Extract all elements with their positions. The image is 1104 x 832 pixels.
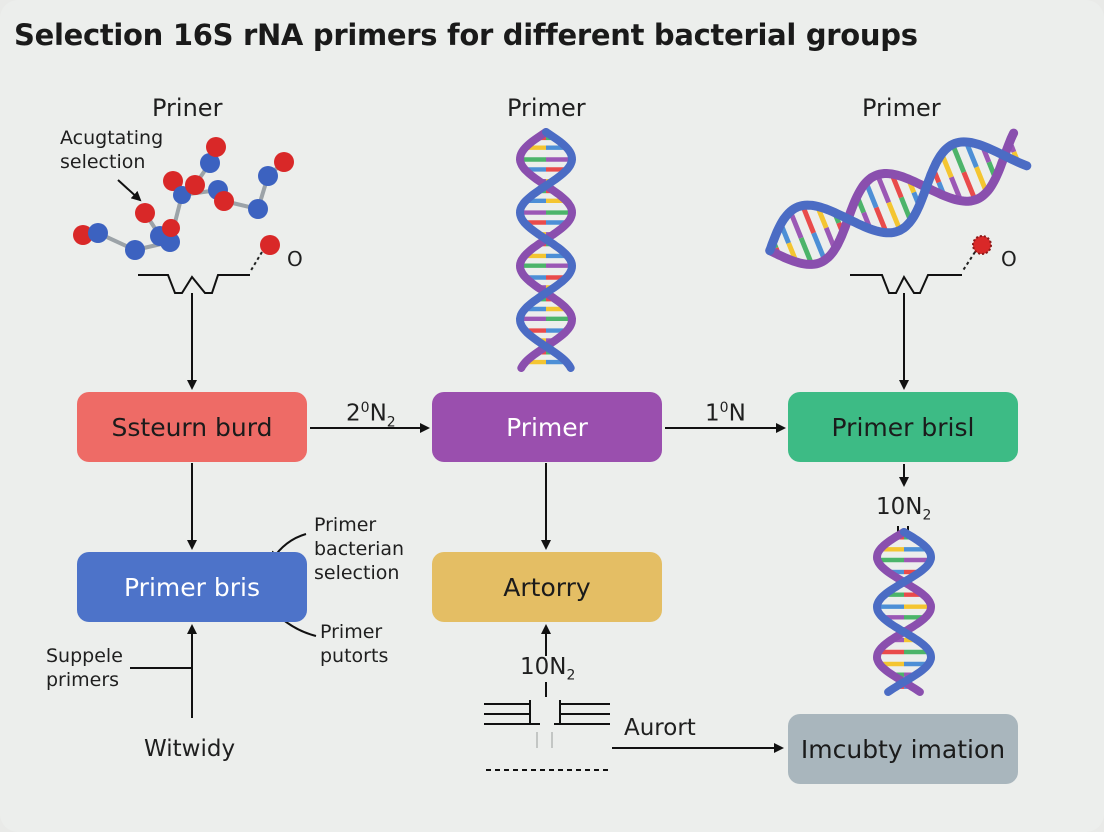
ssteurn-burd-box[interactable]: Ssteurn burd (77, 392, 307, 462)
oxygen-atom-left (249, 235, 280, 273)
edge-label-1n: 10N (705, 400, 746, 427)
helix-rung (961, 171, 978, 201)
primer-bris-label: Primer bris (124, 572, 260, 602)
edge-label-10n2-right: 10N2 (876, 494, 932, 524)
acugtating-line-2: selection (60, 151, 146, 173)
primer-brisl-label: Primer brisl (831, 412, 975, 442)
diagram-title: Selection 16S rNA primers for different … (14, 18, 918, 52)
helix-rung (886, 201, 903, 232)
oxygen-label-right: O (1001, 247, 1017, 271)
ladder-symbol (484, 682, 610, 771)
primer-bacterian-line-2: bacterian (314, 538, 405, 560)
helix-strand (765, 137, 1032, 256)
helix-strand (765, 128, 1019, 269)
primer-bacterian-line-1: Primer (314, 514, 377, 536)
oxygen-label-left: O (287, 247, 303, 271)
edge-label-2n2: 20N2 (346, 400, 396, 431)
supple-primers-line-2: primers (46, 669, 120, 691)
dna-helix-icon-bottom (872, 528, 936, 696)
primer-putorts-label: Primer putorts (320, 620, 388, 668)
molecule-icon (73, 137, 294, 260)
helix-strand (872, 528, 936, 696)
acugtating-label: Acugtating selection (60, 126, 163, 174)
right-column-header: Primer (862, 94, 941, 122)
middle-column-header: Primer (507, 94, 586, 122)
artorry-box[interactable]: Artorry (432, 552, 662, 622)
acugtating-pointer (117, 179, 142, 202)
dna-helix-icon-middle (515, 128, 577, 372)
primer-bris-box[interactable]: Primer bris (77, 552, 307, 622)
merge-bracket-left (138, 274, 250, 294)
helix-rung (875, 173, 891, 204)
artorry-label: Artorry (503, 572, 591, 602)
primer-bacterian-label: Primer bacterian selection (314, 513, 404, 585)
supple-primers-label: Suppele primers (46, 644, 123, 692)
imcubty-imation-box[interactable]: Imcubty imation (788, 714, 1018, 784)
primer-box-label: Primer (506, 412, 588, 442)
imcubty-imation-label: Imcubty imation (800, 734, 1006, 764)
dna-helix-icon-right (765, 128, 1032, 269)
primer-bacterian-line-3: selection (314, 562, 400, 584)
ssteurn-burd-label: Ssteurn burd (111, 412, 273, 442)
witwidy-label: Witwidy (144, 736, 236, 762)
oxygen-atom-right (961, 235, 992, 273)
helix-strand (515, 128, 577, 372)
acugtating-line-1: Acugtating (60, 127, 164, 149)
primer-box[interactable]: Primer (432, 392, 662, 462)
primer-putorts-line-1: Primer (320, 621, 383, 643)
helix-rung (950, 143, 967, 174)
primer-brisl-box[interactable]: Primer brisl (788, 392, 1018, 462)
helix-rung (811, 231, 827, 262)
helix-strand (515, 128, 577, 372)
aurort-label: Aurort (624, 715, 696, 741)
helix-rung (800, 204, 816, 234)
edge-label-10n2-middle: 10N2 (520, 654, 576, 684)
supple-primers-line-1: Suppele (46, 645, 123, 667)
primer-putorts-line-2: putorts (320, 645, 389, 667)
helix-strand (872, 528, 936, 696)
merge-bracket-right (850, 274, 962, 294)
left-column-header: Priner (152, 94, 223, 122)
